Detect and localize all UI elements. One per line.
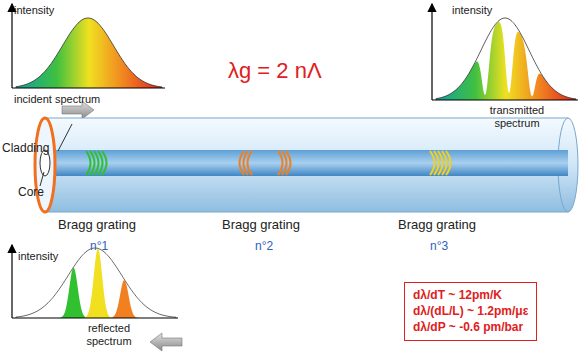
label: Bragg grating [58, 218, 136, 233]
grating-fringe [434, 151, 439, 175]
grating-fringe [94, 151, 99, 175]
bragg-formula: λg = 2 nΛ [228, 58, 322, 83]
grating-fringe [240, 151, 245, 175]
label: transmitted spectrum [486, 104, 548, 129]
label: Bragg grating [222, 218, 300, 233]
leader-line [40, 172, 44, 186]
leader-line [58, 124, 72, 151]
fiber-core [45, 150, 568, 176]
grating-fringe [282, 151, 287, 175]
grating-fringe [248, 151, 253, 175]
axis [12, 87, 165, 88]
sensitivity-text: dλ/dP ~ -0.6 pm/bar [413, 319, 528, 335]
label: n°2 [255, 240, 273, 254]
sensitivity-box: dλ/dT ~ 12pm/Kdλ/(dL/L) ~ 1.2pm/μεdλ/dP … [404, 282, 537, 341]
grating-fringe [278, 151, 283, 175]
grating-fringe [430, 151, 435, 175]
label: intensity [14, 4, 54, 17]
axis [432, 99, 578, 100]
reflected-peak [75, 248, 120, 318]
axis [12, 317, 178, 318]
label: n°1 [90, 240, 108, 254]
label: Cladding [2, 142, 49, 156]
label: incident spectrum [14, 93, 100, 106]
label: intensity [452, 4, 492, 17]
label: Core [18, 186, 44, 200]
grating-fringe [286, 151, 291, 175]
transmitted-outline [436, 18, 576, 100]
reflected-peak [103, 280, 150, 318]
reflected-peak [55, 268, 95, 318]
grating-fringe [442, 151, 447, 175]
label: Bragg grating [398, 218, 476, 233]
bragg-gratings [86, 151, 451, 175]
grating-fringe [86, 151, 91, 175]
label: reflected spectrum [74, 322, 144, 347]
axis [431, 4, 432, 100]
grating-fringe [244, 151, 249, 175]
direction-arrow [150, 333, 182, 351]
incident-curve [16, 18, 162, 88]
reflected-outline [16, 248, 176, 318]
grating-fringe [438, 151, 443, 175]
grating-fringe [90, 151, 95, 175]
grating-fringe [98, 151, 103, 175]
fiber-cladding [45, 118, 568, 212]
sensitivity-text: dλ/dT ~ 12pm/K [413, 287, 528, 303]
grating-fringe [446, 151, 451, 175]
sensitivity-text: dλ/(dL/L) ~ 1.2pm/με [413, 303, 528, 319]
axis [11, 245, 12, 318]
axis [11, 4, 12, 88]
label: n°3 [430, 240, 448, 254]
incident-outline [16, 18, 162, 88]
grating-fringe [102, 151, 107, 175]
label: intensity [18, 250, 58, 263]
